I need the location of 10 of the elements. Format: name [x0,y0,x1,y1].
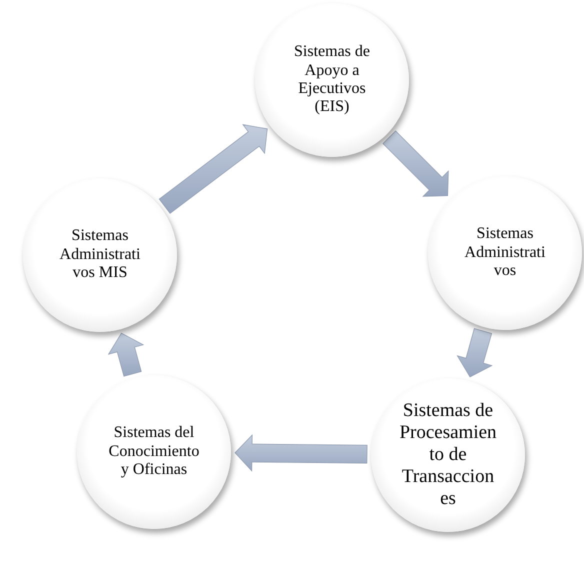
node-label: Sistemas de Apoyo a Ejecutivos (EIS) [293,43,371,117]
node-label: Sistemas de Procesamiento de Transacciones [398,400,498,510]
block-arrow [158,124,268,214]
node-label: Sistemas Administrativos MIS [58,227,142,283]
block-arrow [456,328,493,378]
node-label: Sistemas del Conocimiento y Oficinas [108,424,200,480]
node-label: Sistemas Administrativos [464,225,546,281]
block-arrow [382,130,449,197]
block-arrow [234,434,368,472]
block-arrow [108,332,144,377]
